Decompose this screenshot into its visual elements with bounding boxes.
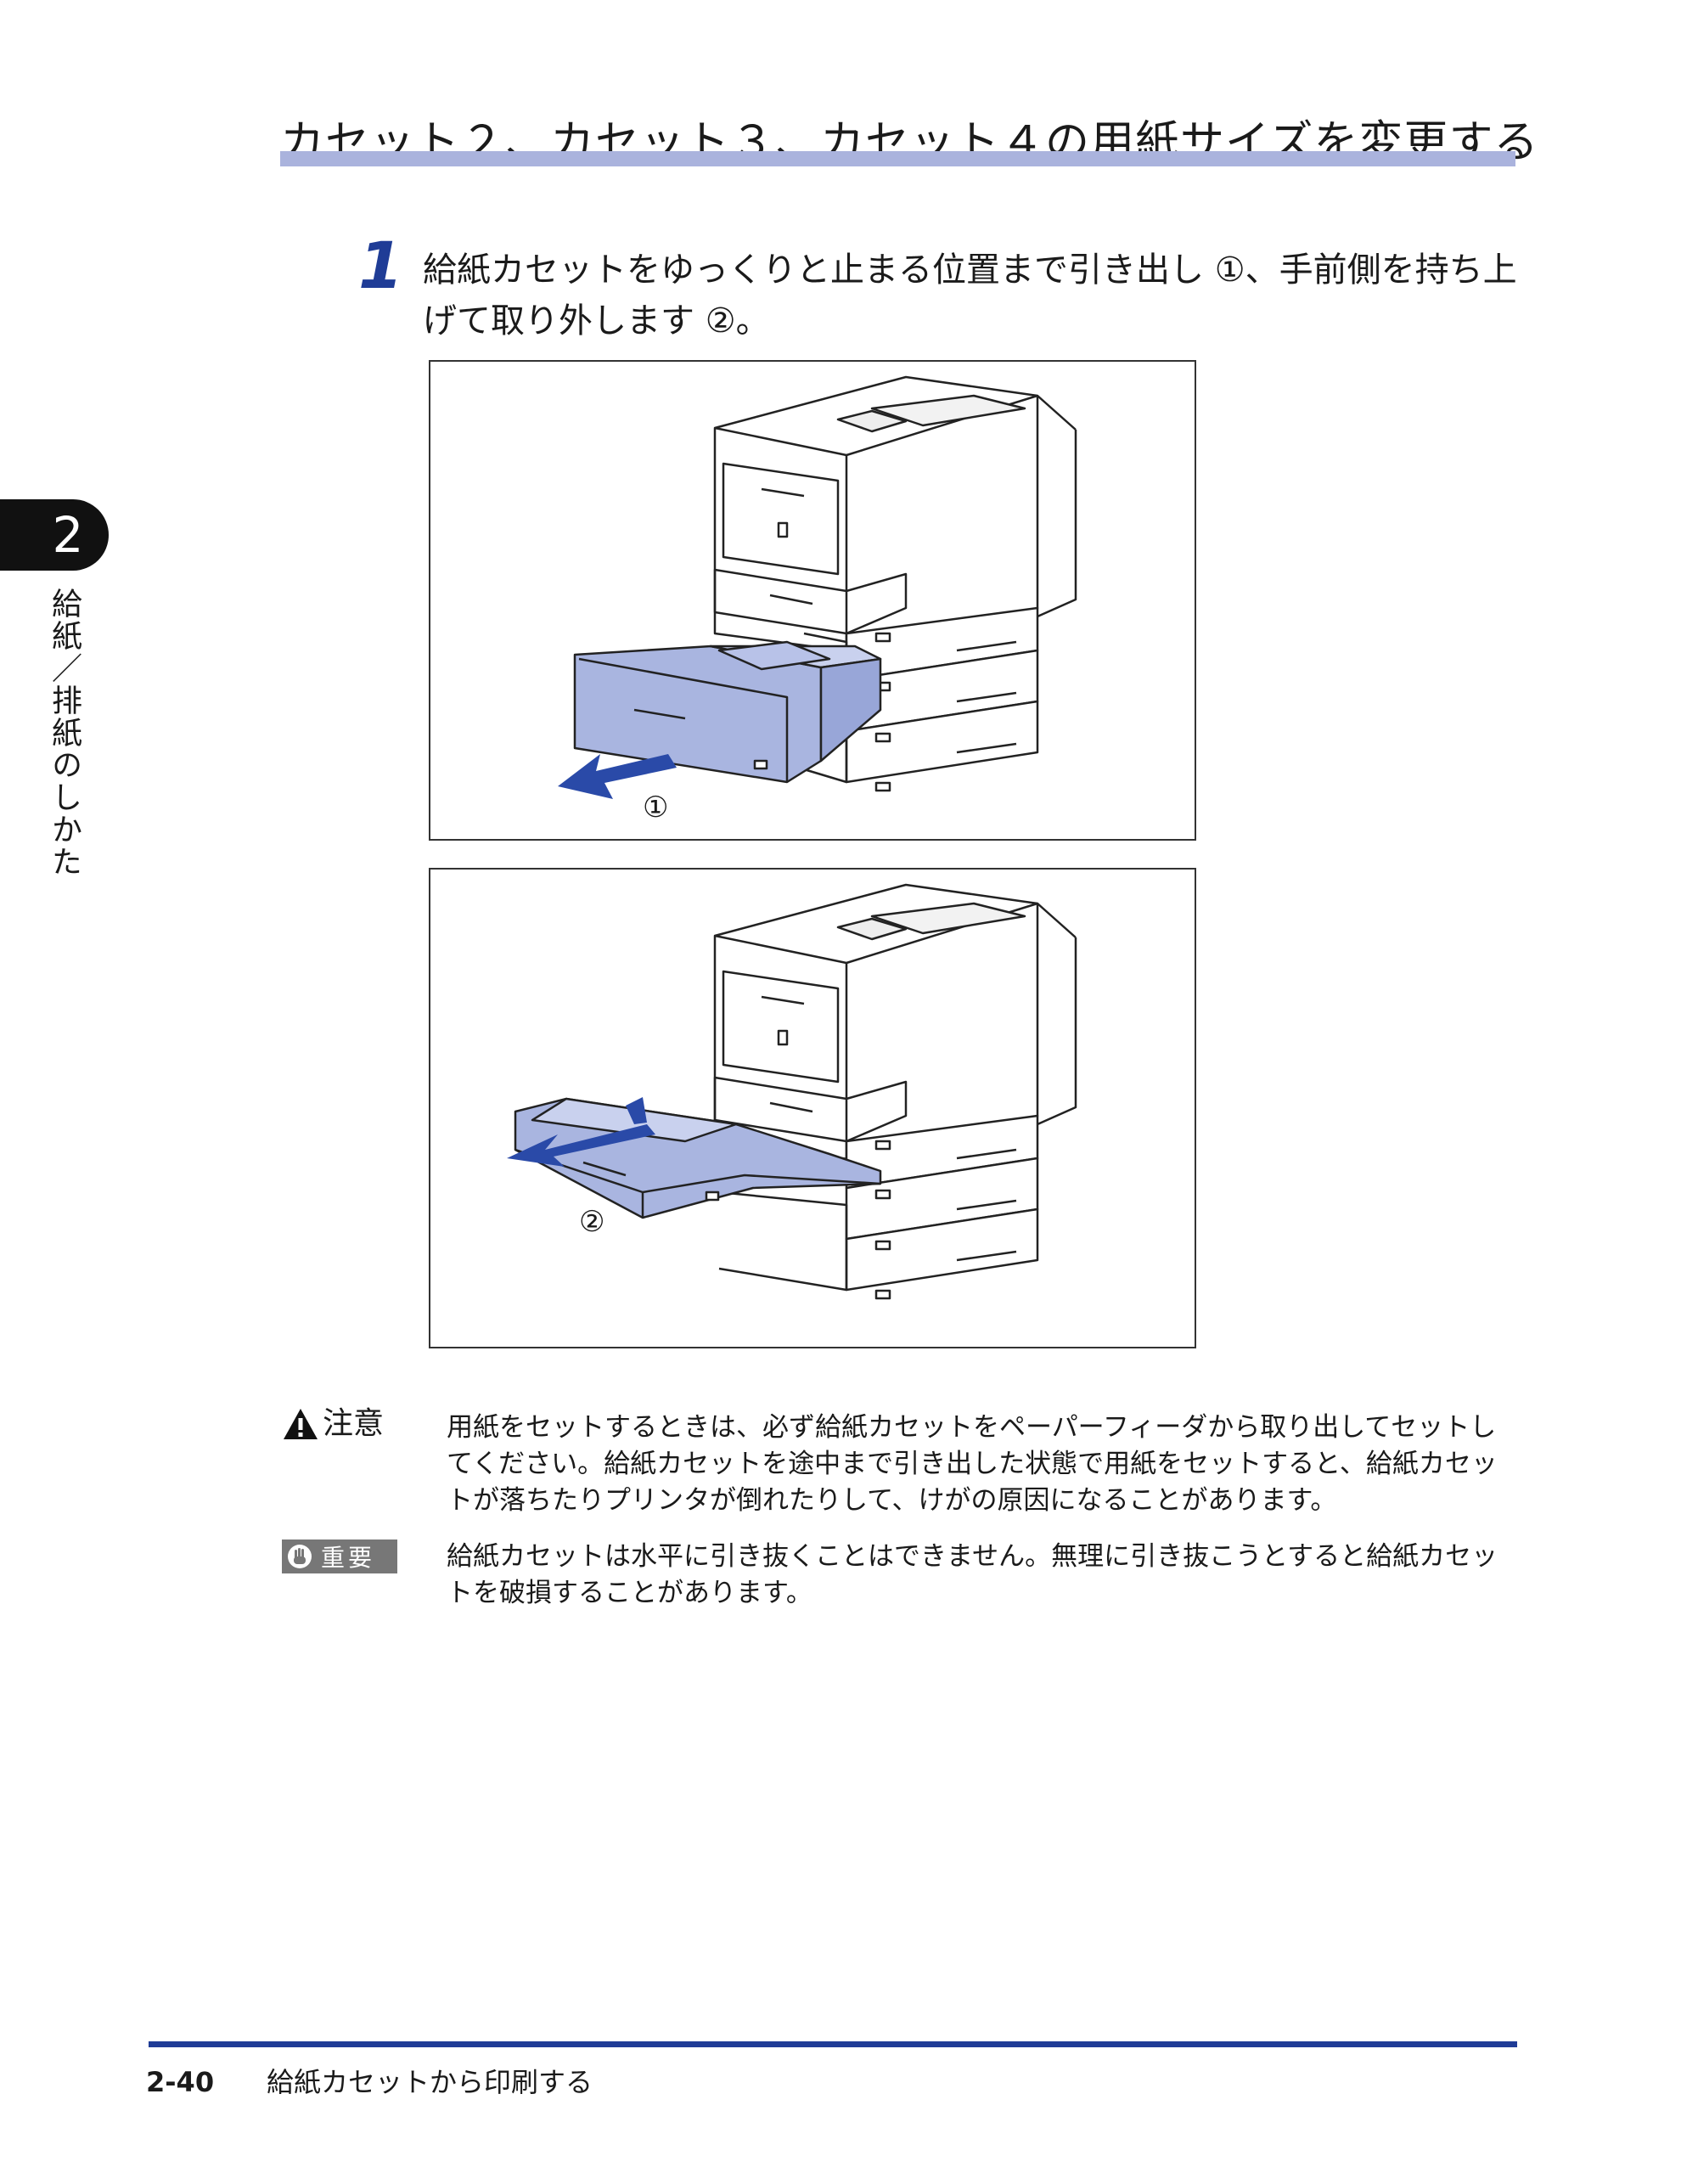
printer-illustration-1 (558, 375, 1077, 799)
caution-text-line: トが落ちたりプリンタが倒れたりして、けがの原因になることがあります。 (447, 1485, 1337, 1516)
caution-text-line: 用紙をセットするときは、必ず給紙カセットをペーパーフィーダから取り出してセットし (447, 1412, 1497, 1443)
footer-rule (149, 2041, 1517, 2047)
chapter-number: 2 (52, 506, 84, 564)
printer-illustration-2 (507, 883, 1077, 1300)
important-label-text: 重要 (321, 1544, 376, 1572)
chapter-title: 給紙／排紙のしかた (47, 588, 82, 878)
illustration-pull-out-cassette: ① (429, 360, 1196, 841)
caution-label: 注意 (282, 1405, 384, 1443)
step-instruction-line: 給紙カセットをゆっくりと止まる位置まで引き出し ①、手前側を持ち上 (423, 250, 1517, 290)
step-number: 1 (358, 228, 403, 303)
section-title: カセット２、カセット３、カセット４の用紙サイズを変更する (280, 117, 1539, 168)
callout-2: ② (579, 1205, 605, 1239)
caution-text-line: てください。給紙カセットを途中まで引き出した状態で用紙をセットすると、給紙カセッ (447, 1449, 1498, 1479)
warning-icon (284, 1409, 318, 1439)
step-instruction-line: げて取り外します ②。 (423, 301, 770, 341)
section-title-underline (280, 151, 1515, 166)
chapter-tab (0, 499, 109, 571)
callout-1: ① (643, 791, 669, 825)
page-number: 2-40 (146, 2066, 215, 2098)
important-text-line: 給紙カセットは水平に引き抜くことはできません。無理に引き抜こうとすると給紙カセッ (447, 1541, 1498, 1572)
footer-section-title: 給紙カセットから印刷する (267, 2066, 593, 2098)
caution-label-text: 注意 (323, 1406, 385, 1441)
hand-stop-icon (288, 1545, 312, 1568)
illustration-remove-cassette: ② (429, 868, 1196, 1348)
important-label: 重要 (282, 1539, 397, 1573)
important-text-line: トを破損することがあります。 (447, 1578, 812, 1608)
